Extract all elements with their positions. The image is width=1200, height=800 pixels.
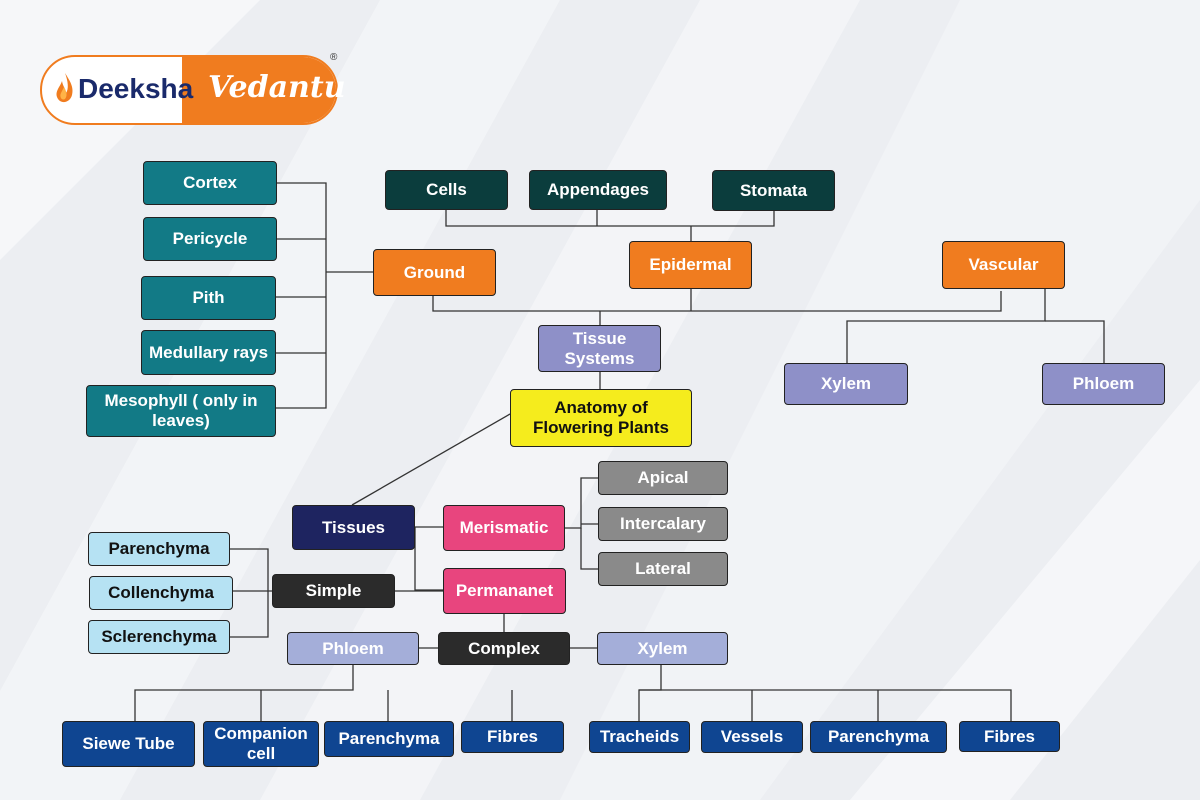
node-pith: Pith [141,276,276,320]
node-permananet: Permananet [443,568,566,614]
brand-logo: Deeksha Vedantu ® [40,52,346,125]
node-simple: Simple [272,574,395,608]
node-stomata: Stomata [712,170,835,211]
node-collenchyma: Collenchyma [89,576,233,610]
node-complex: Complex [438,632,570,665]
flame-icon [56,73,73,103]
node-apical: Apical [598,461,728,495]
node-appendages: Appendages [529,170,667,210]
node-siewe-tube: Siewe Tube [62,721,195,767]
node-parenchyma-simple: Parenchyma [88,532,230,566]
node-fibres-phloem: Fibres [461,721,564,753]
brand-name-deeksha: Deeksha [78,73,194,104]
node-vessels: Vessels [701,721,803,753]
node-pericycle: Pericycle [143,217,277,261]
logo-orange-half [182,57,336,123]
node-ground: Ground [373,249,496,296]
node-cells: Cells [385,170,508,210]
node-vascular: Vascular [942,241,1065,289]
node-parenchyma-phloem: Parenchyma [324,721,454,757]
node-epidermal: Epidermal [629,241,752,289]
node-companion-cell: Companion cell [203,721,319,767]
node-parenchyma-xylem: Parenchyma [810,721,947,753]
node-anatomy-of-flowering-plants: Anatomy of Flowering Plants [510,389,692,447]
node-vascular-phloem: Phloem [1042,363,1165,405]
node-medullary-rays: Medullary rays [141,330,276,375]
node-xylem: Xylem [597,632,728,665]
node-vascular-xylem: Xylem [784,363,908,405]
node-phloem: Phloem [287,632,419,665]
node-tissues: Tissues [292,505,415,550]
registered-mark: ® [330,52,338,63]
node-fibres-xylem: Fibres [959,721,1060,752]
node-sclerenchyma: Sclerenchyma [88,620,230,654]
node-lateral: Lateral [598,552,728,586]
node-merismatic: Merismatic [443,505,565,551]
node-mesophyll: Mesophyll ( only in leaves) [86,385,276,437]
node-tracheids: Tracheids [589,721,690,753]
node-tissue-systems: Tissue Systems [538,325,661,372]
brand-name-vedantu: Vedantu [208,70,346,105]
node-cortex: Cortex [143,161,277,205]
node-intercalary: Intercalary [598,507,728,541]
logo-pill [40,55,338,125]
